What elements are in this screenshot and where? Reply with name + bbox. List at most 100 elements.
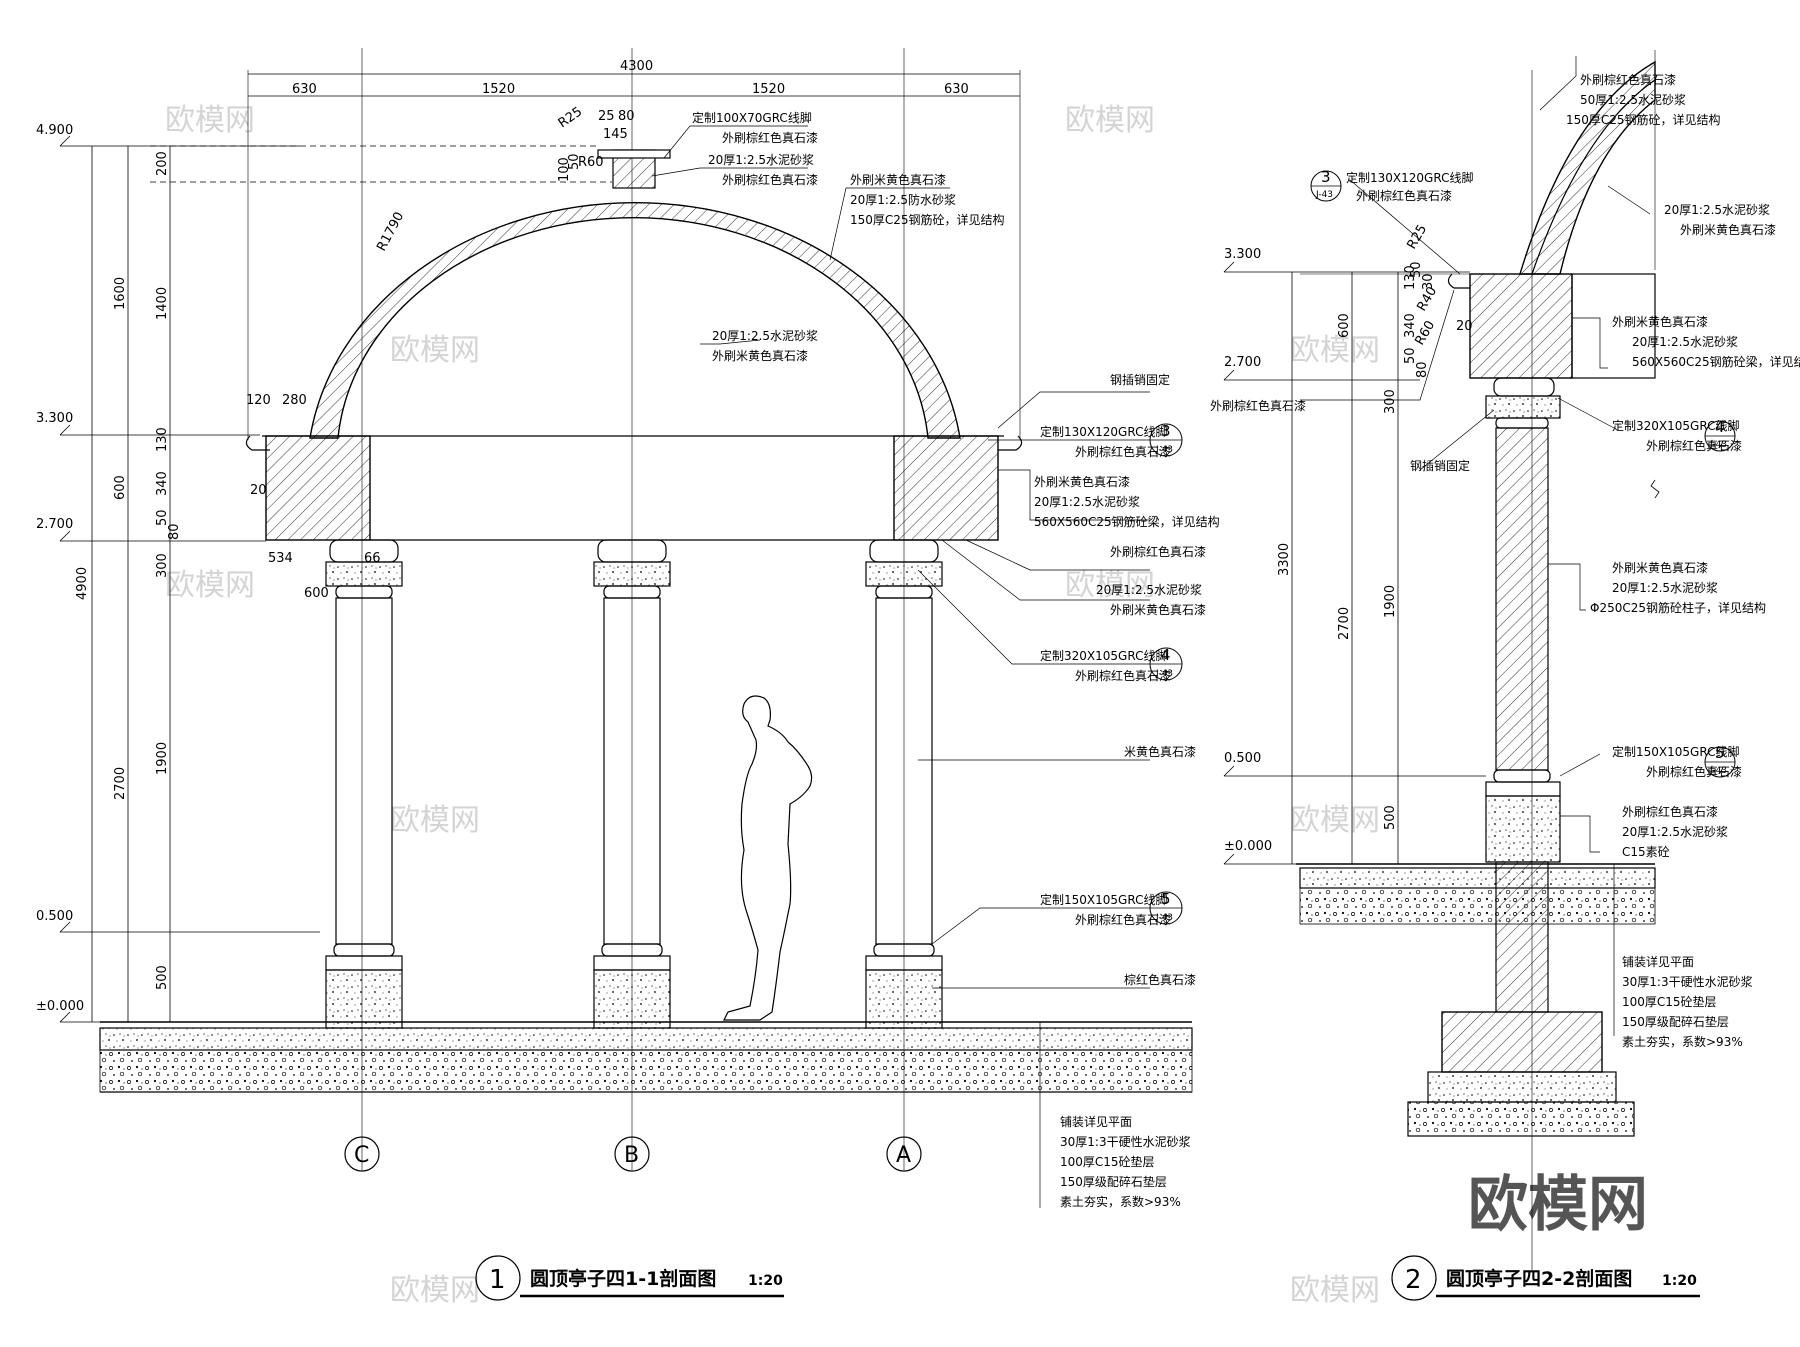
svg-text:300: 300 [1383, 389, 1398, 414]
svg-text:80: 80 [1415, 361, 1430, 378]
note: 外刷棕红色真石漆 [1646, 438, 1742, 453]
svg-text:50: 50 [567, 153, 582, 170]
level-label: 0.500 [1224, 751, 1261, 766]
watermark: 欧模网 [390, 803, 480, 838]
watermark-layer: 欧模网 欧模网 欧模网 欧模网 欧模网 欧模网 欧模网 欧模网 欧模网 欧模网 … [165, 103, 1648, 1308]
section-2-dimensions [1223, 261, 1486, 865]
svg-text:340: 340 [1403, 313, 1418, 338]
note: 外刷棕红色真石漆 [1356, 188, 1452, 203]
note: 铺装详见平面 [1622, 954, 1694, 969]
drawing-title: 圆顶亭子四1-1剖面图 [530, 1267, 716, 1290]
dim-width: 1520 [482, 82, 515, 97]
detail-tag: 4 [1161, 646, 1171, 664]
svg-text:R25: R25 [556, 104, 586, 131]
svg-text:1400: 1400 [155, 287, 170, 320]
note: 外刷棕红色真石漆 [1580, 72, 1676, 87]
note: 20厚1:2.5水泥砂浆 [1034, 494, 1140, 509]
svg-text:25: 25 [598, 109, 615, 124]
note: 外刷米黄色真石漆 [1034, 475, 1130, 489]
note: 30厚1:3干硬性水泥砂浆 [1622, 974, 1753, 989]
svg-text:1900: 1900 [1383, 585, 1398, 618]
note: 外刷棕红色真石漆 [722, 172, 818, 187]
note: 定制130X120GRC线脚 [1040, 424, 1167, 439]
section-2-labels: 外刷棕红色真石漆 50厚1:2.5水泥砂浆 150厚C25钢筋砼，详见结构 20… [1210, 72, 1800, 1049]
svg-text:R1790: R1790 [374, 210, 407, 254]
svg-text:120: 120 [246, 393, 271, 408]
detail-tag: 5 [1161, 890, 1171, 908]
section-1-labels: 4300 630 1520 1520 630 R25 25 80 145 50 … [36, 59, 1220, 1209]
note: 定制150X105GRC线脚 [1040, 892, 1167, 907]
note: 定制100X70GRC线脚 [692, 110, 812, 125]
note: 20厚1:2.5防水砂浆 [850, 192, 956, 207]
svg-text:4900: 4900 [75, 567, 90, 600]
svg-text:R25: R25 [1404, 222, 1430, 252]
svg-text:340: 340 [155, 471, 170, 496]
svg-text:R60: R60 [578, 155, 604, 170]
note: 150厚级配碎石垫层 [1060, 1174, 1167, 1189]
watermark-logo: 欧模网 [1468, 1170, 1648, 1240]
ring-beam-right [893, 435, 999, 541]
detail-tag: 3 [1321, 168, 1331, 186]
svg-text:1900: 1900 [155, 742, 170, 775]
svg-text:50: 50 [1409, 261, 1424, 278]
svg-text:534: 534 [268, 551, 293, 566]
note: 20厚1:2.5水泥砂浆 [1622, 824, 1728, 839]
watermark: 欧模网 [390, 333, 480, 368]
dim-total-width: 4300 [620, 59, 653, 74]
note: 20厚1:2.5水泥砂浆 [1612, 580, 1718, 595]
note: 外刷米黄色真石漆 [1110, 603, 1206, 617]
svg-text:500: 500 [155, 965, 170, 990]
beam [1469, 273, 1573, 379]
note: 棕红色真石漆 [1124, 972, 1196, 987]
note: 100厚C15砼垫层 [1622, 994, 1717, 1009]
note: 150厚C25钢筋砼，详见结构 [850, 212, 1005, 227]
watermark: 欧模网 [1290, 803, 1380, 838]
svg-text:J-43: J-43 [1155, 913, 1173, 923]
svg-text:1600: 1600 [113, 277, 128, 310]
svg-text:3300: 3300 [1277, 543, 1292, 576]
svg-text:50: 50 [1403, 347, 1418, 364]
note: 100厚C15砼垫层 [1060, 1154, 1155, 1169]
svg-text:280: 280 [282, 393, 307, 408]
level-label: 2.700 [1224, 355, 1261, 370]
note: 20厚1:2.5水泥砂浆 [712, 328, 818, 343]
note: 50厚1:2.5水泥砂浆 [1580, 92, 1686, 107]
svg-text:100: 100 [557, 157, 572, 182]
level-label: 4.900 [36, 123, 73, 138]
svg-text:50: 50 [155, 509, 170, 526]
svg-text:600: 600 [304, 586, 329, 601]
note: 外刷米黄色真石漆 [850, 173, 946, 187]
note: 30厚1:3干硬性水泥砂浆 [1060, 1134, 1191, 1149]
drawing-number: 1 [489, 1265, 506, 1295]
svg-text:J-43: J-43 [1709, 766, 1727, 776]
dome-shell [309, 202, 961, 439]
svg-text:J-43: J-43 [1315, 190, 1333, 200]
watermark: 欧模网 [1290, 1273, 1380, 1308]
note: 外刷棕红色真石漆 [1075, 668, 1171, 683]
note: 定制320X105GRC线脚 [1612, 418, 1739, 433]
section-1-dimensions [59, 73, 1020, 1023]
watermark: 欧模网 [1065, 568, 1155, 603]
section-1-detail-tags: 3 J-43 4 J-43 5 J-43 [1149, 422, 1183, 925]
human-figure [723, 695, 813, 1021]
detail-tag: 3 [1161, 422, 1171, 440]
section-2-drawing [1296, 50, 1660, 1270]
note: 外刷棕红色真石漆 [1622, 804, 1718, 819]
svg-text:80: 80 [167, 523, 182, 540]
footing [1441, 1011, 1603, 1073]
note: 20厚1:2.5水泥砂浆 [1096, 582, 1202, 597]
note: 钢插销固定 [1410, 458, 1470, 473]
svg-text:20: 20 [1456, 319, 1473, 334]
note: 外刷棕红色真石漆 [722, 130, 818, 145]
drawing-scale: 1:20 [1662, 1273, 1697, 1289]
section-2-detail-tags: 3 J-43 4 J-43 5 J-43 [1310, 168, 1736, 778]
level-label: ±0.000 [1224, 839, 1272, 854]
note: 定制320X105GRC线脚 [1040, 648, 1167, 663]
note: 定制130X120GRC线脚 [1346, 170, 1473, 185]
section-1-drawing [99, 48, 1193, 1172]
note: 外刷棕红色真石漆 [1075, 444, 1171, 459]
svg-text:200: 200 [155, 151, 170, 176]
gravel-layer [99, 1049, 1193, 1093]
drawing-scale: 1:20 [748, 1273, 783, 1289]
